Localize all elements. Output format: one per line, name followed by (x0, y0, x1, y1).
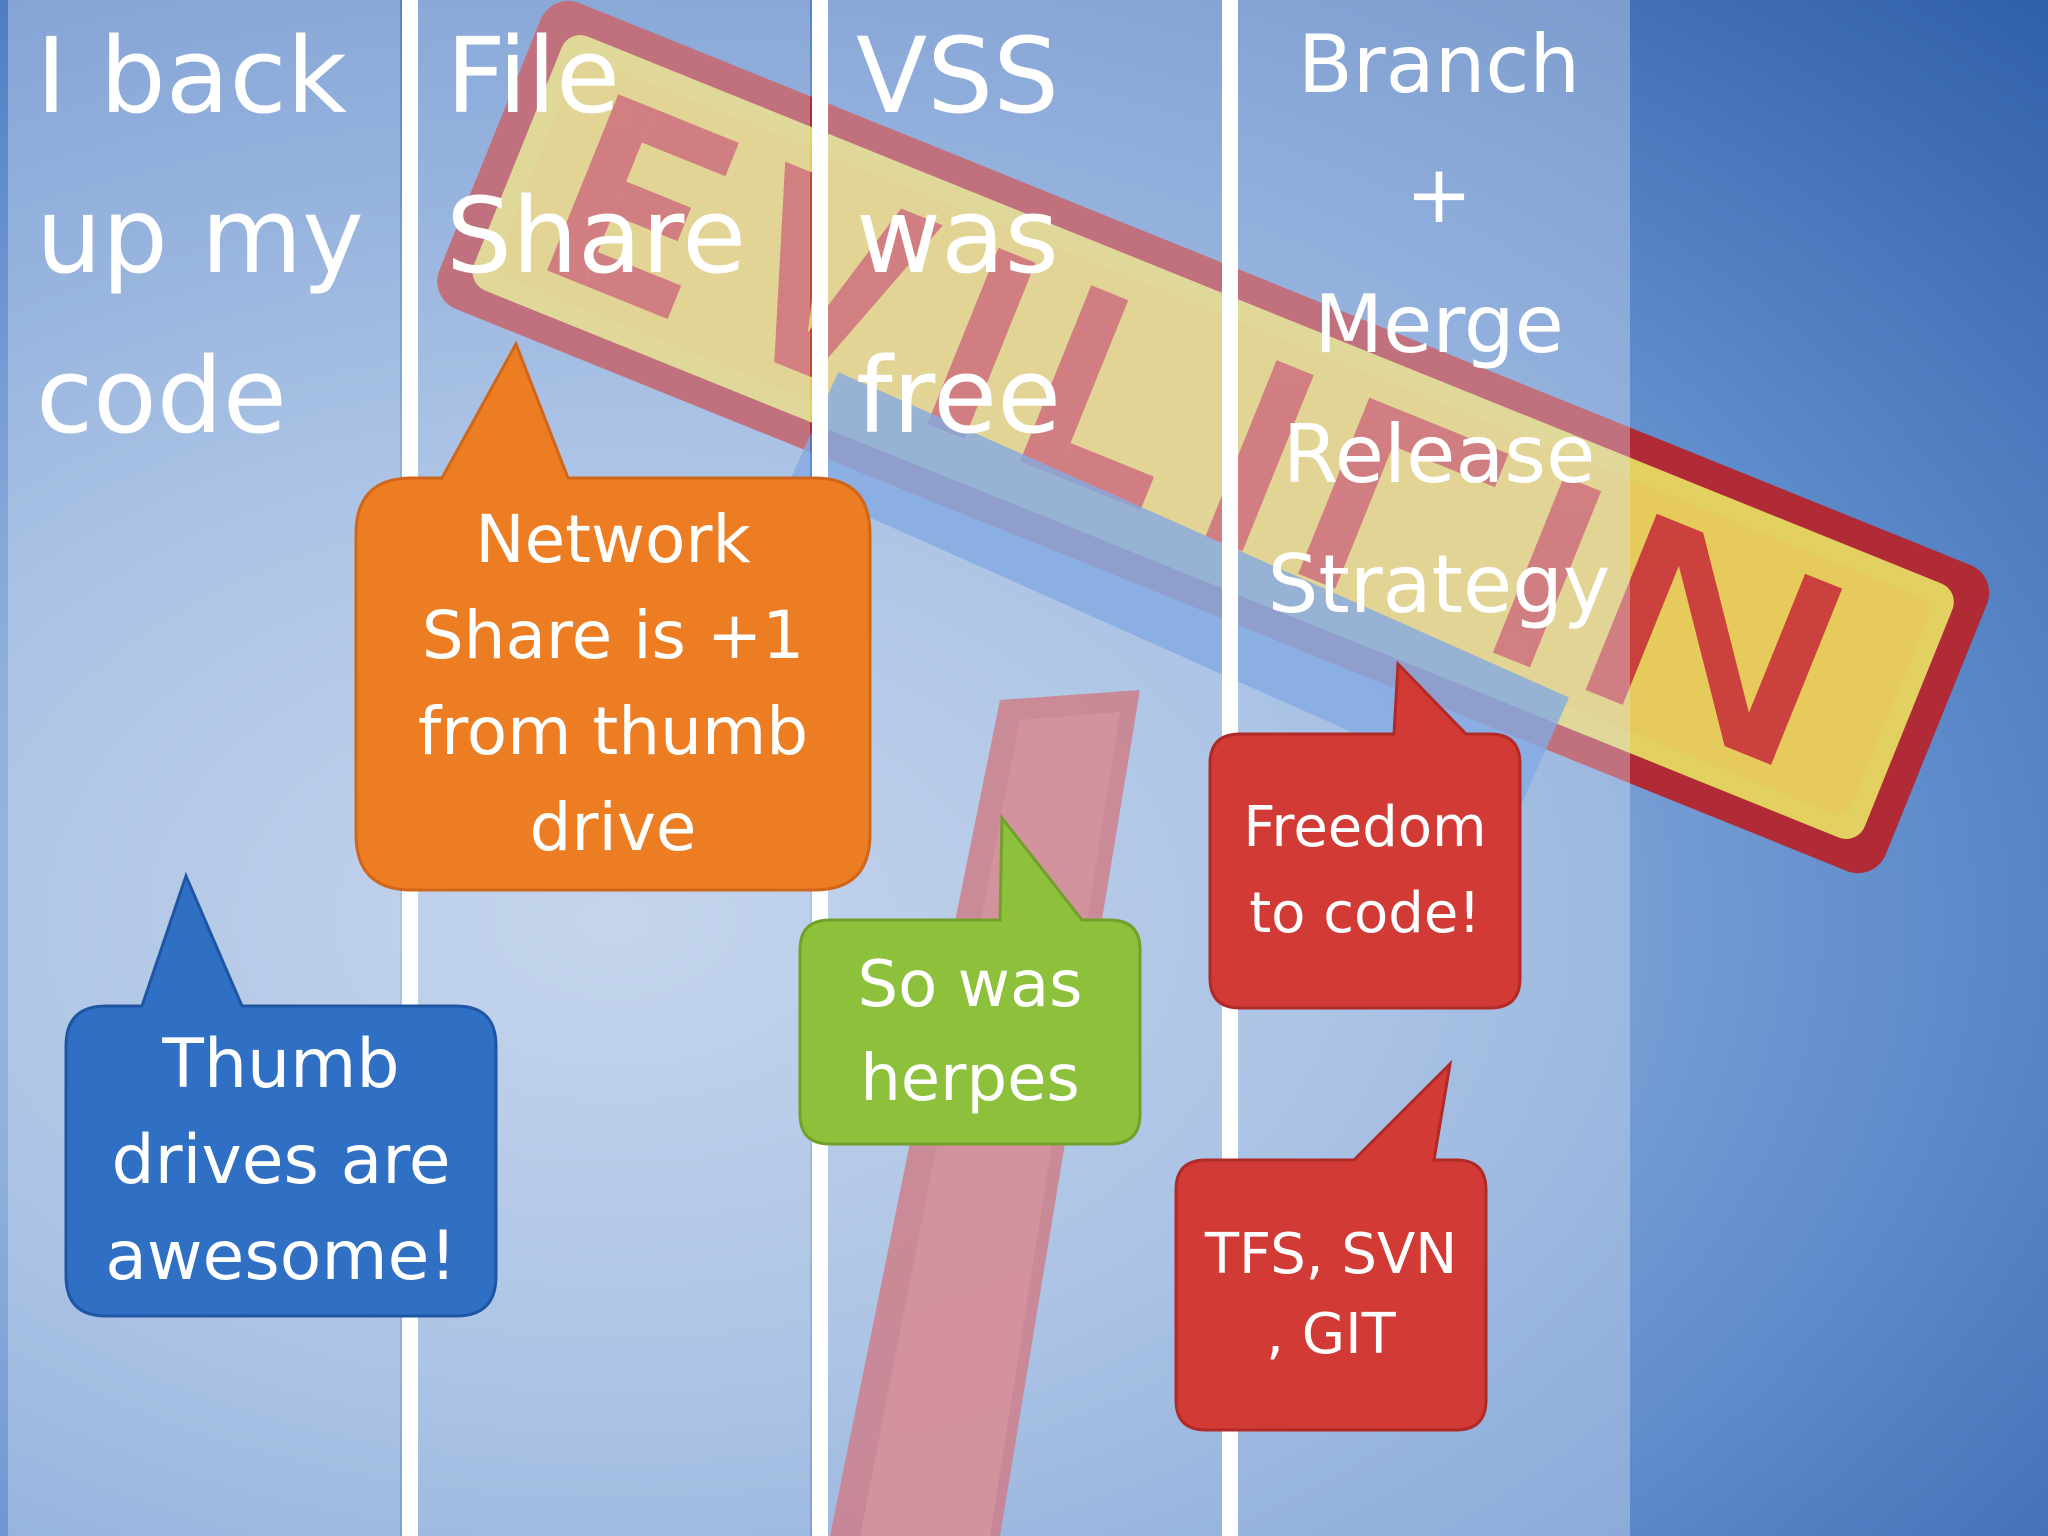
callout-bubble-shape (64, 871, 498, 1318)
column-3-title: VSS was free (856, 15, 1062, 457)
callout-network-share: Network Share is +1 from thumb drive (354, 340, 872, 892)
callout-tfs-svn-git: TFS, SVN , GIT (1174, 1059, 1488, 1432)
callout-freedom-to-code: Freedom to code! (1208, 660, 1522, 1010)
callout-text: Freedom to code! (1243, 795, 1487, 946)
callout-text: So was herpes (857, 948, 1083, 1116)
callout-so-was-herpes: So was herpes (798, 813, 1142, 1146)
column-1-title: I back up my code (36, 15, 364, 457)
callout-bubble-shape (354, 340, 872, 892)
callout-text: Network Share is +1 from thumb drive (417, 501, 809, 866)
callout-text: TFS, SVN , GIT (1204, 1222, 1458, 1367)
callout-bubble-shape (1208, 660, 1522, 1010)
callout-bubble-shape (798, 813, 1142, 1146)
callout-bubble-shape (1174, 1059, 1488, 1432)
column-4-title: Branch + Merge Release Strategy (1267, 18, 1611, 631)
callout-text: Thumb drives are awesome! (105, 1025, 457, 1296)
callout-thumb-drives: Thumb drives are awesome! (64, 871, 498, 1318)
column-2-title: File Share (446, 15, 747, 297)
column-3-panel (828, 0, 1222, 1536)
